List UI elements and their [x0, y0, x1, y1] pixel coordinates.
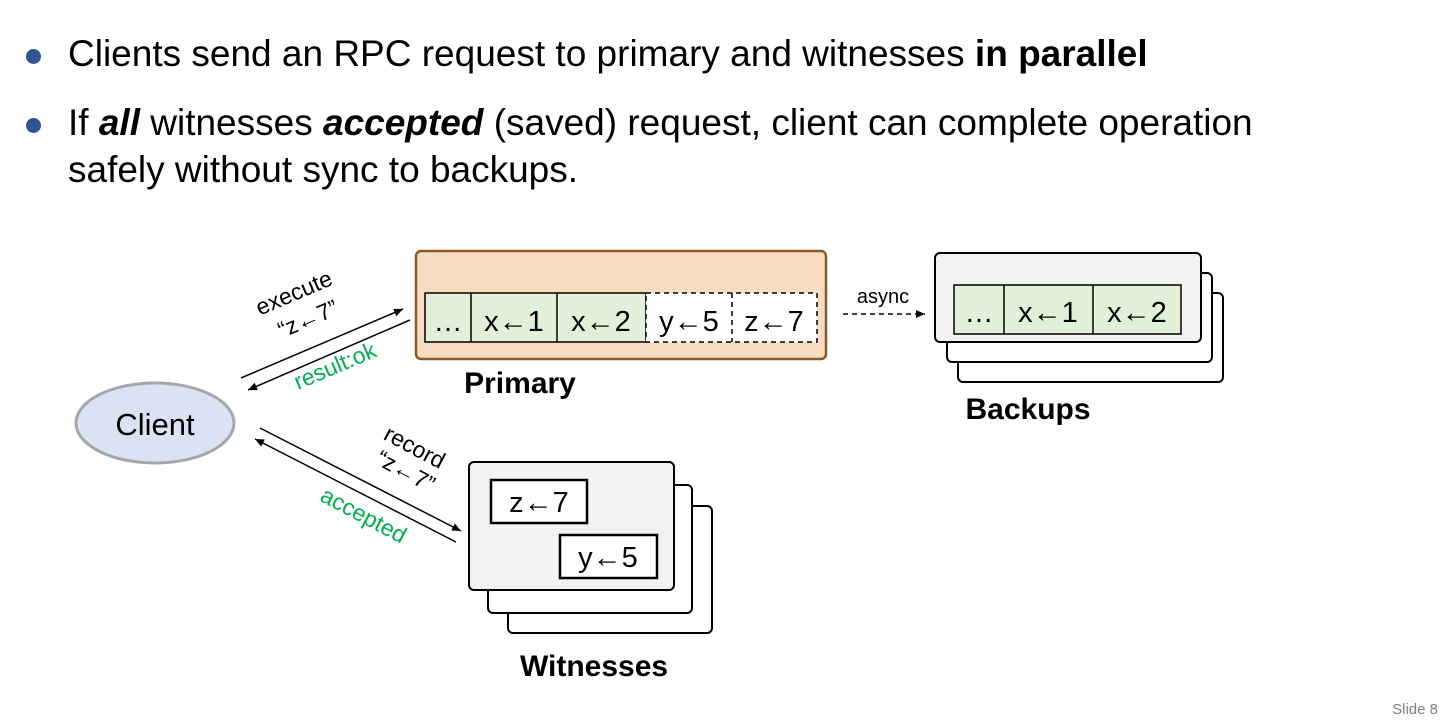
accepted-arrow: [254, 438, 457, 543]
client-witness-arrows: record “z←7” accepted: [254, 420, 462, 549]
primary-log-entry: y←5: [659, 306, 719, 338]
witnesses-node: z←7 y←5 Witnesses: [468, 461, 713, 683]
witness-entry-box: [489, 478, 589, 525]
primary-log-entry: x←2: [571, 306, 631, 338]
primary-node: … x←1 x←2 y←5 z←7 Primary: [414, 249, 828, 400]
bullet-1-bold: in parallel: [974, 33, 1148, 74]
result-label: result:ok: [290, 336, 381, 394]
backups-title: Backups: [965, 393, 1090, 426]
bullet-dot: [26, 49, 41, 64]
bullet-2-part: If: [68, 102, 99, 143]
bullet-2-emphasis-all: all: [98, 102, 140, 143]
bullet-2-part: (saved) request, client can complete ope…: [483, 102, 1253, 143]
accepted-label: accepted: [316, 482, 411, 549]
slide-number: Slide 8: [1392, 701, 1438, 718]
client-label: Client: [115, 407, 195, 442]
witness-entry-box: [558, 533, 659, 580]
witnesses-title: Witnesses: [520, 650, 668, 683]
bullet-2-part: witnesses: [139, 102, 323, 143]
primary-log-committed: [424, 292, 647, 343]
backup-log-entry: x←2: [1107, 297, 1167, 329]
execute-arrow: [240, 308, 404, 379]
bullet-1-text: Clients send an RPC request to primary a…: [68, 30, 1148, 77]
witness-entry: z←7: [509, 487, 569, 519]
client-ellipse: [74, 381, 236, 465]
bullet-2-text: If all witnesses accepted (saved) reques…: [68, 99, 1253, 146]
bullet-2-line-2: safely without sync to backups.: [68, 149, 579, 190]
async-arrow: async: [843, 286, 925, 318]
client-node: Client: [74, 381, 236, 465]
backups-node: … x←1 x←2 Backups: [934, 252, 1224, 426]
client-primary-arrows: execute “z←7” result:ok: [240, 265, 411, 395]
backup-log-entry: …: [965, 297, 994, 329]
witness-entry: y←5: [578, 542, 638, 574]
bullet-dot: [26, 118, 41, 133]
primary-log-entry: …: [434, 306, 463, 338]
bullet-1-plain: Clients send an RPC request to primary a…: [68, 33, 975, 74]
primary-title: Primary: [464, 367, 576, 400]
bullet-2-emphasis-accepted: accepted: [323, 102, 484, 143]
result-arrow: [247, 319, 411, 391]
async-label: async: [857, 286, 909, 308]
primary-log-entry: z←7: [744, 306, 804, 338]
record-arrow: [259, 427, 462, 532]
primary-log-entry: x←1: [484, 306, 544, 338]
backup-log: [953, 284, 1182, 335]
backup-log-entry: x←1: [1018, 297, 1078, 329]
